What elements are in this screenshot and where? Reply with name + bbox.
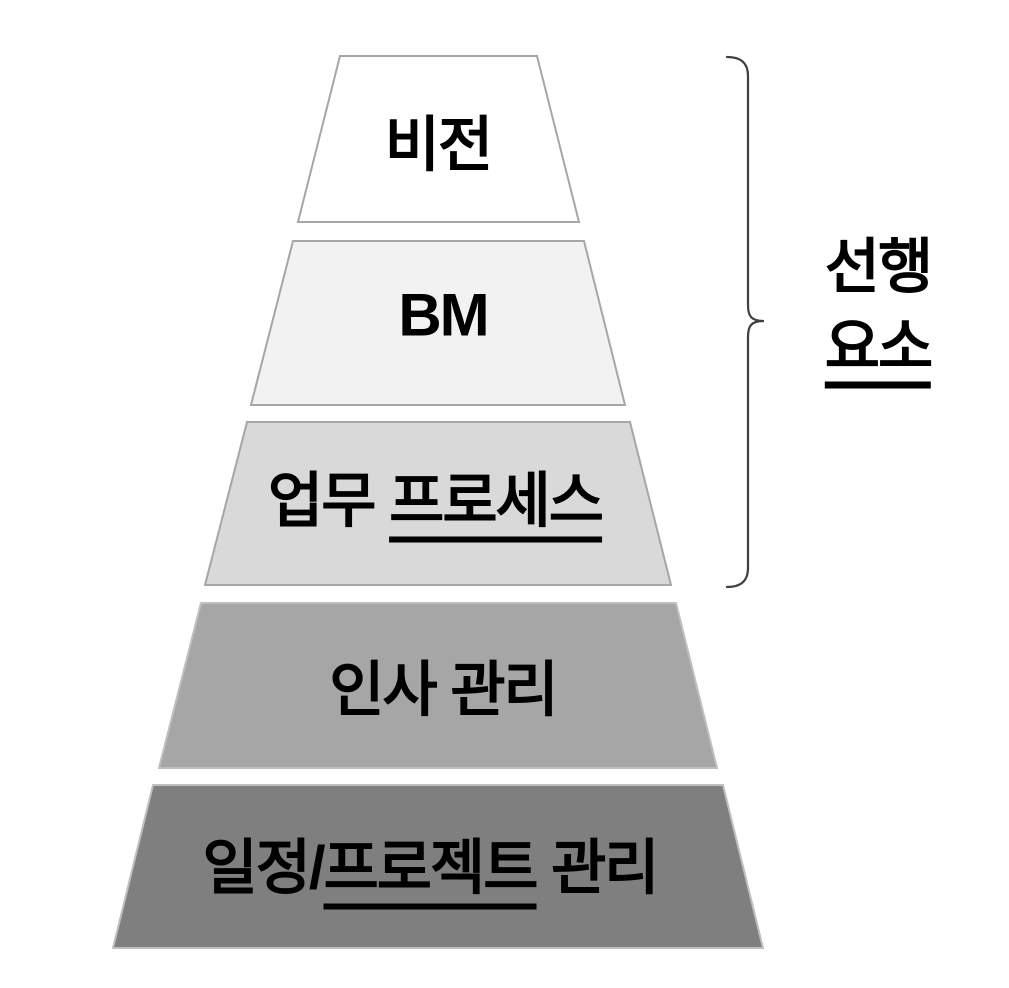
- pyramid-level-1-label: 비전: [384, 97, 493, 184]
- level-5-text-suffix: 관리: [536, 834, 659, 902]
- level-2-text: BM: [398, 281, 489, 349]
- bracket-label: 선행 요소: [824, 228, 933, 389]
- level-5-text-underlined: 프로젝트: [323, 834, 538, 910]
- level-3-text-plain: 업무: [268, 467, 390, 535]
- pyramid-level-1-shape: [296, 55, 581, 223]
- level-5-text-plain: 일정/: [202, 834, 326, 902]
- pyramid-level-5-shape: [111, 784, 765, 949]
- bracket-label-line-2: 요소: [824, 314, 933, 389]
- pyramid-level-4-shape: [157, 602, 719, 769]
- grouping-bracket: [725, 55, 765, 589]
- pyramid-level-2-label: BM: [398, 281, 489, 350]
- pyramid-level-4-label: 인사 관리: [329, 642, 558, 729]
- pyramid-level-3-label: 업무 프로세스: [268, 453, 604, 543]
- level-3-text-underlined: 프로세스: [389, 467, 604, 543]
- level-4-text: 인사 관리: [329, 656, 558, 724]
- bracket-label-line-1: 선행: [824, 233, 933, 301]
- pyramid-level-2-shape: [249, 240, 627, 406]
- pyramid-level-5-label: 일정/프로젝트 관리: [202, 820, 659, 910]
- pyramid-level-3-shape: [203, 421, 673, 586]
- level-1-text: 비전: [384, 111, 493, 179]
